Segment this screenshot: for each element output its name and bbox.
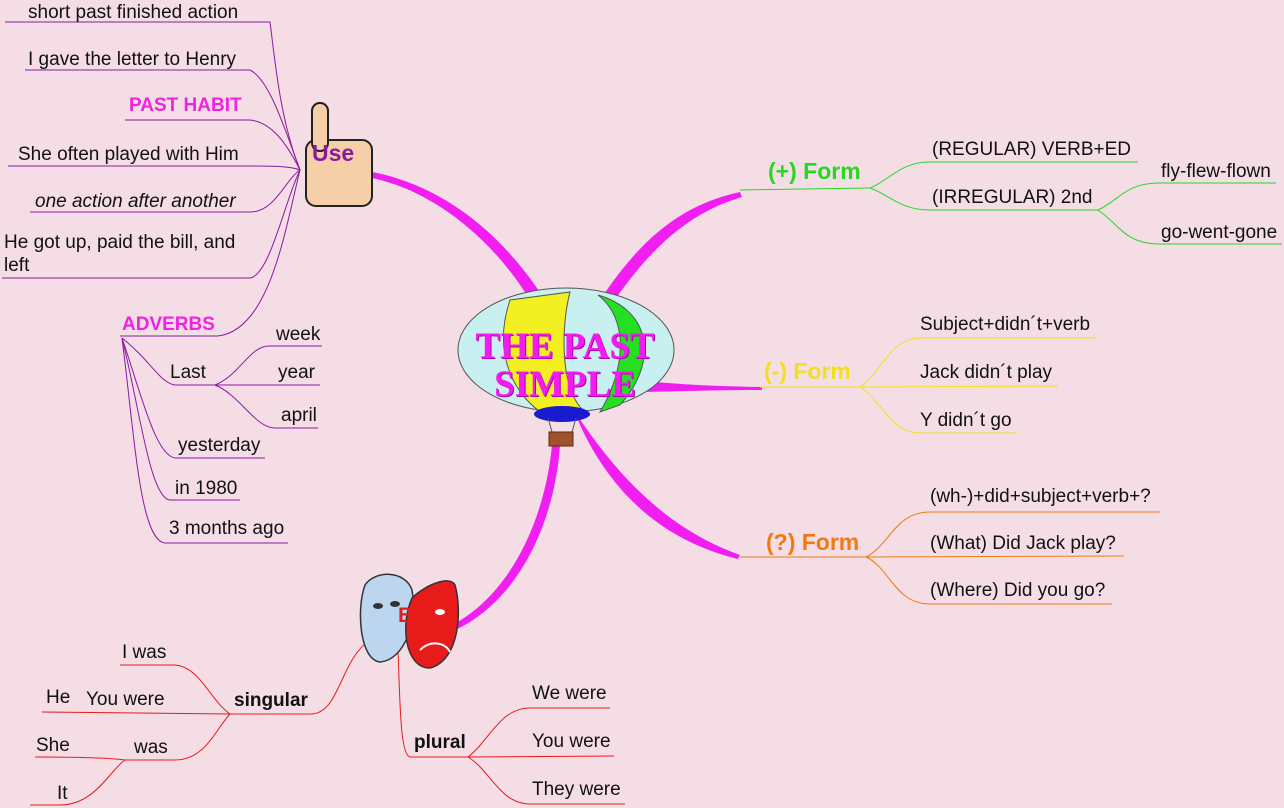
negative-form-topic[interactable]: (-) Form (764, 358, 851, 384)
singular-item[interactable]: You were (86, 689, 165, 710)
negative-item[interactable]: Y didn´t go (920, 410, 1012, 431)
plural-item[interactable]: You were (532, 731, 611, 752)
use-main-branch (372, 172, 545, 300)
irregular-example[interactable]: go-went-gone (1161, 222, 1278, 243)
use-item[interactable]: short past finished action (28, 2, 239, 23)
adverb-last-item[interactable]: year (278, 362, 315, 383)
negative-main-branch (630, 380, 762, 392)
use-item[interactable]: He got up, paid the bill, and (4, 232, 236, 253)
positive-main-branch (600, 192, 742, 304)
be-topic[interactable]: Be (398, 604, 425, 627)
past-habit-label[interactable]: PAST HABIT (129, 95, 242, 116)
pronoun-item[interactable]: It (57, 783, 68, 804)
use-topic[interactable]: Use (312, 140, 355, 166)
be-plural[interactable]: plural (414, 732, 466, 753)
irregular-example[interactable]: fly-flew-flown (1161, 161, 1271, 182)
adverb-last[interactable]: Last (170, 362, 206, 383)
use-item[interactable]: I gave the letter to Henry (28, 49, 237, 70)
positive-irregular[interactable]: (IRREGULAR) 2nd (932, 187, 1093, 208)
question-item[interactable]: (wh-)+did+subject+verb+? (930, 486, 1151, 507)
singular-item[interactable]: I was (122, 642, 167, 663)
plural-item[interactable]: They were (532, 779, 621, 800)
central-title-line1: THE PAST (475, 326, 655, 367)
question-item[interactable]: (Where) Did you go? (930, 580, 1106, 601)
adverb-last-item[interactable]: april (281, 405, 317, 426)
question-item[interactable]: (What) Did Jack play? (930, 533, 1116, 554)
theatre-masks-icon (359, 573, 460, 669)
central-title-line2: SIMPLE (494, 364, 636, 405)
adverbs-topic[interactable]: ADVERBS (122, 314, 215, 335)
adverb-last-item[interactable]: week (276, 324, 321, 345)
adverb-item[interactable]: in 1980 (175, 478, 238, 499)
hot-air-balloon-icon (457, 287, 675, 447)
negative-item[interactable]: Jack didn´t play (920, 362, 1053, 383)
adverb-item[interactable]: yesterday (178, 435, 261, 456)
singular-item[interactable]: was (134, 737, 168, 758)
use-item-continued: left (4, 255, 30, 276)
use-item[interactable]: She often played with Him (18, 144, 239, 165)
pronoun-item[interactable]: He (46, 687, 71, 708)
question-form-topic[interactable]: (?) Form (766, 529, 860, 555)
adverb-item[interactable]: 3 months ago (169, 518, 285, 539)
positive-regular[interactable]: (REGULAR) VERB+ED (932, 139, 1132, 160)
be-singular[interactable]: singular (234, 690, 308, 711)
be-main-branch (452, 445, 560, 630)
central-topic[interactable]: THE PAST SIMPLE (440, 328, 690, 404)
question-main-branch (575, 412, 740, 559)
pointing-hand-icon (305, 102, 373, 207)
pronoun-item[interactable]: She (36, 735, 70, 756)
use-item[interactable]: one action after another (35, 191, 236, 212)
positive-form-topic[interactable]: (+) Form (768, 158, 861, 184)
plural-item[interactable]: We were (532, 683, 607, 704)
negative-item[interactable]: Subject+didn´t+verb (920, 314, 1091, 335)
